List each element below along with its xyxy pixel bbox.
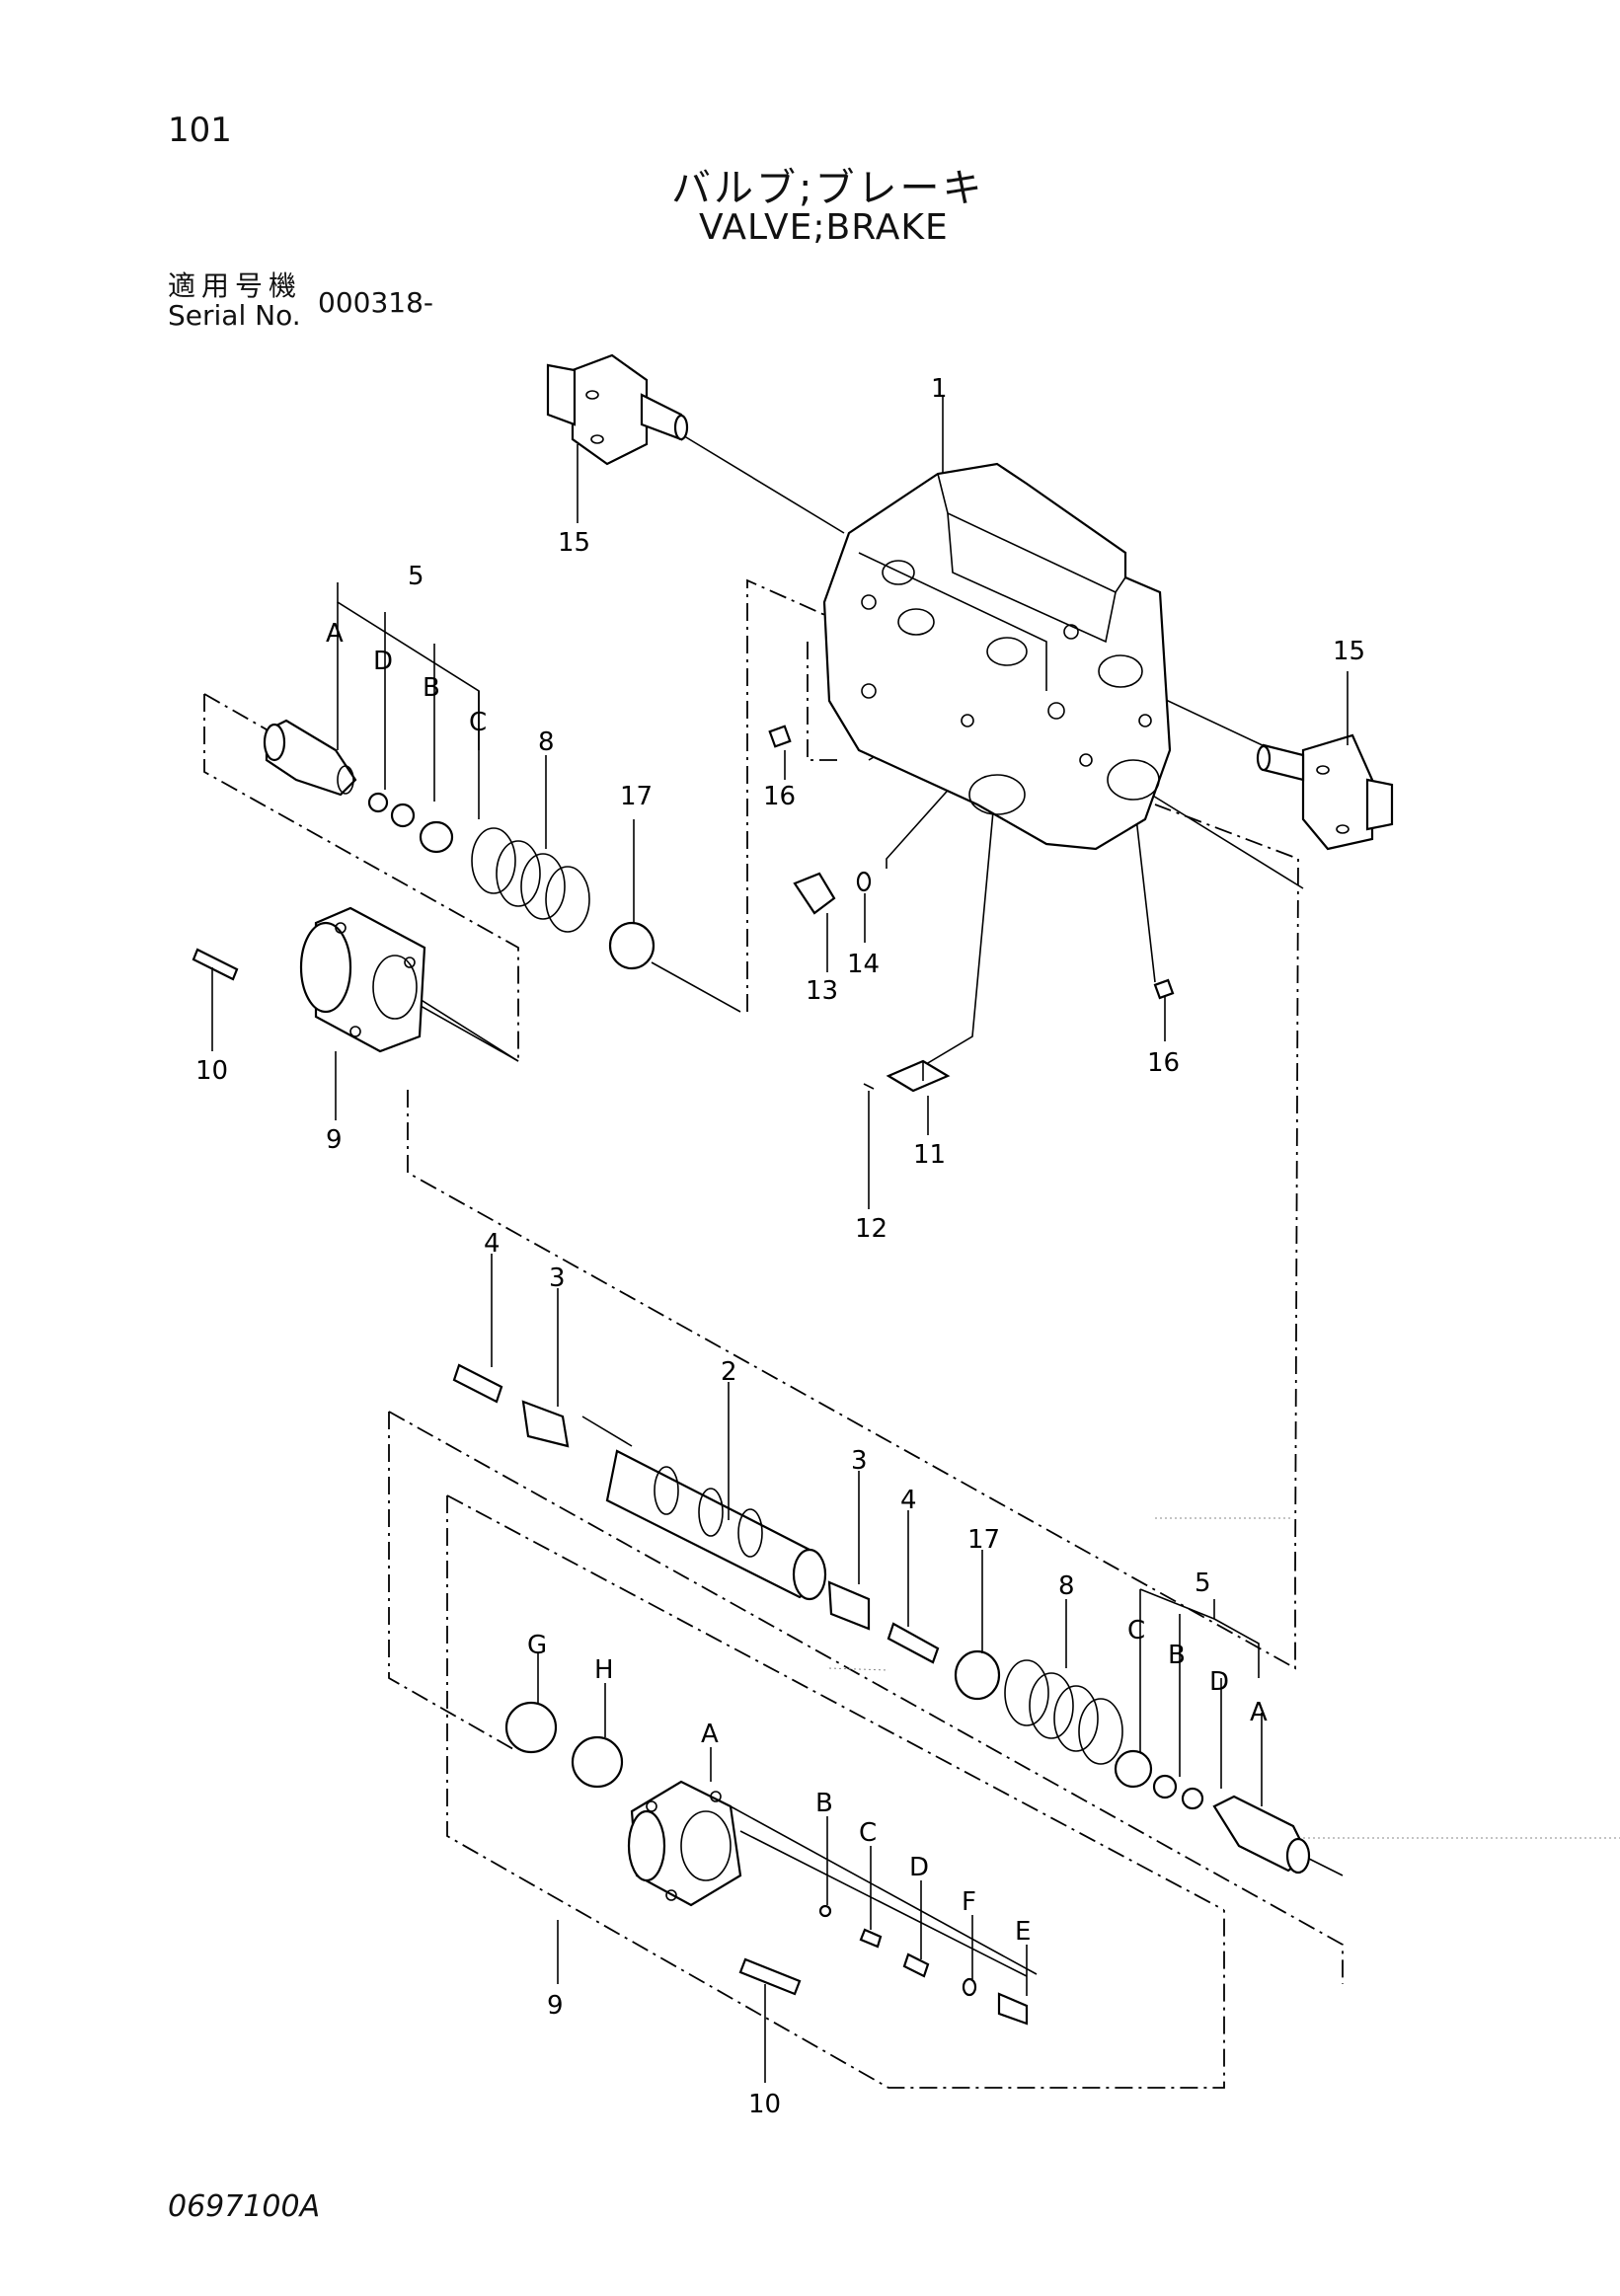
callout-leader-stubs [211,395,1349,2083]
ring-part-5C-lower [1114,1749,1153,1789]
callout-12: 12 [855,1214,887,1244]
page-number: 101 [168,111,232,150]
callout-15-upper: 15 [558,528,590,558]
callout-B-lower: B [815,1789,833,1818]
serial-label-english: Serial No. [168,299,301,332]
callout-10-upper: 10 [195,1056,228,1086]
plug-part-16-upper [768,725,792,748]
callout-16-lower: 16 [1147,1048,1180,1078]
oring-part-17-upper [608,921,656,970]
callout-B-mid: B [1168,1641,1186,1670]
callout-9-upper: 9 [326,1125,343,1155]
serial-label-japanese: 適用号機 [168,269,303,302]
callout-3-upper: 3 [549,1263,566,1293]
plug-part-16-lower [1153,978,1175,1000]
callout-G: G [527,1631,547,1660]
callout-D-lower: D [909,1853,929,1882]
ring-part-H [571,1735,624,1789]
callout-9-lower: 9 [547,1991,564,2021]
spring-part-D-lower [902,1952,930,1978]
callout-2: 2 [721,1357,737,1387]
callout-A-lower: A [701,1720,719,1749]
callout-13: 13 [806,976,838,1006]
callout-4-upper: 4 [484,1229,501,1259]
callout-C-mid: C [1127,1616,1145,1645]
title-english: VALVE;BRAKE [699,207,949,248]
solenoid-part-15-upper [546,353,689,466]
oring-part-5D-upper [367,792,389,813]
document-code: 0697100A [168,2189,321,2224]
callout-1: 1 [931,374,948,404]
callout-15-right: 15 [1333,637,1365,666]
callout-3-lower: 3 [851,1446,868,1476]
spool-part-2 [605,1449,827,1601]
callout-8-upper: 8 [538,727,555,757]
valve-body-part-1 [822,462,1172,851]
callout-labels: 1 15 15 5 A D B C 8 17 16 16 13 14 11 12… [195,374,1365,2119]
spring-part-8-lower [1004,1659,1123,1765]
oring-part-14 [856,871,872,892]
plug-part-13 [793,872,836,915]
callout-D-mid: D [1209,1667,1229,1697]
callout-E-lower: E [1015,1917,1031,1947]
pin-part-12 [863,1083,875,1090]
callout-C-upper: C [469,708,487,737]
callout-D-upper: D [373,647,393,676]
plug-part-5A-lower [1212,1795,1311,1875]
spring-part-4-upper [452,1363,503,1404]
callout-5-lower: 5 [1195,1569,1211,1598]
dotted-reference-lines [828,1517,1620,1839]
callout-4-lower: 4 [900,1486,917,1515]
callout-A-mid: A [1250,1698,1268,1727]
title-japanese: バルブ;ブレーキ [671,166,985,211]
callout-16-upper: 16 [763,782,796,811]
callout-F-lower: F [962,1887,976,1917]
callout-C-lower: C [859,1818,877,1848]
plug-part-5A-upper [263,719,357,797]
backup-ring-part-5B-upper [390,803,416,828]
ring-part-5C-upper [419,820,454,854]
callout-14: 14 [847,950,880,979]
bolt-part-10-lower [738,1957,802,1996]
callout-5-upper: 5 [408,562,424,591]
solenoid-part-15-right [1256,733,1394,851]
pin-part-C-lower [859,1928,883,1949]
callout-H: H [594,1655,614,1685]
oring-part-5D-lower [1181,1787,1204,1810]
callout-B-upper: B [423,673,440,703]
callout-A-upper: A [326,619,344,649]
spring-part-8-upper [471,827,590,933]
oring-part-17-lower [954,1649,1001,1701]
callout-17-lower: 17 [967,1525,1000,1555]
serial-number: 000318- [318,286,433,319]
plate-part-11 [886,1059,951,1093]
cover-part-9A-lower [627,1780,742,1907]
sleeve-part-3-lower [827,1580,871,1631]
plug-part-E-lower [997,1992,1029,2026]
bolt-part-10-upper [192,948,239,981]
spring-part-4-lower [887,1622,940,1664]
callout-11: 11 [913,1140,946,1170]
backup-ring-part-5B-lower [1152,1774,1178,1799]
cover-part-9-upper [299,906,426,1053]
callout-17-upper: 17 [620,782,653,811]
callout-8-lower: 8 [1058,1571,1075,1601]
sleeve-part-3-upper [521,1400,570,1448]
ball-part-B-lower [818,1904,832,1918]
ring-part-G [504,1701,558,1754]
callout-10-lower: 10 [748,2090,781,2119]
oring-part-F-lower [962,1977,977,1997]
